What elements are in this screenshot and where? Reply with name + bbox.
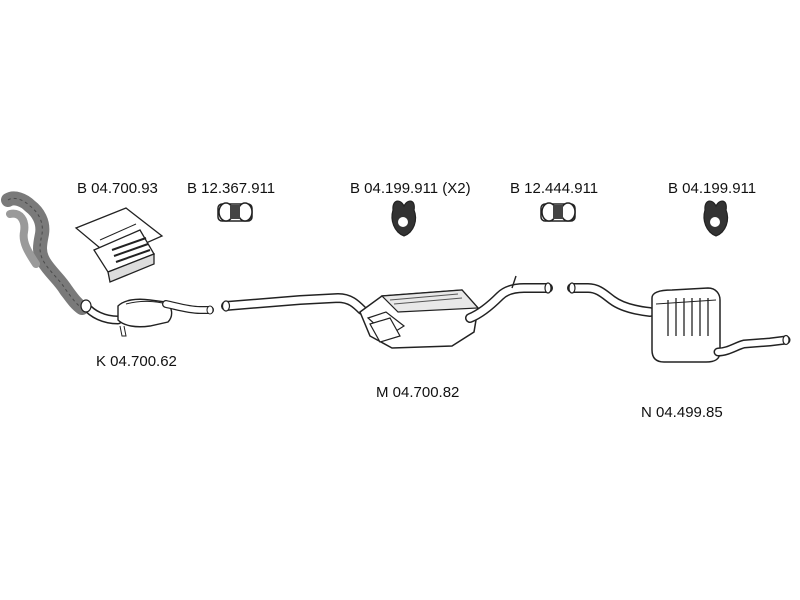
part-label-front-pipe: K 04.700.62 xyxy=(96,353,177,370)
rubber-mount-x2 xyxy=(391,200,417,237)
part-label-clamp-2: B 12.444.911 xyxy=(510,180,599,197)
exhaust-manifold xyxy=(1,191,89,315)
clamp-2 xyxy=(540,202,576,222)
rubber-mount xyxy=(703,200,729,237)
part-label-mounting-kit: B 04.700.93 xyxy=(77,180,158,197)
part-label-clamp-1: B 12.367.911 xyxy=(187,180,276,197)
rear-silencer-assembly xyxy=(567,282,791,363)
part-label-middle-silencer: M 04.700.82 xyxy=(376,384,460,401)
mounting-kit-box xyxy=(74,207,164,283)
middle-silencer-assembly xyxy=(221,275,553,349)
part-label-rear-silencer: N 04.499.85 xyxy=(641,404,723,421)
clamp-1 xyxy=(217,202,253,222)
part-label-rubber-mount: B 04.199.911 xyxy=(668,180,757,197)
part-label-rubber-mount-x2: B 04.199.911 (X2) xyxy=(350,180,471,197)
rear-silencer-ribs xyxy=(667,298,709,336)
front-pipe-catalytic-converter xyxy=(80,298,214,337)
